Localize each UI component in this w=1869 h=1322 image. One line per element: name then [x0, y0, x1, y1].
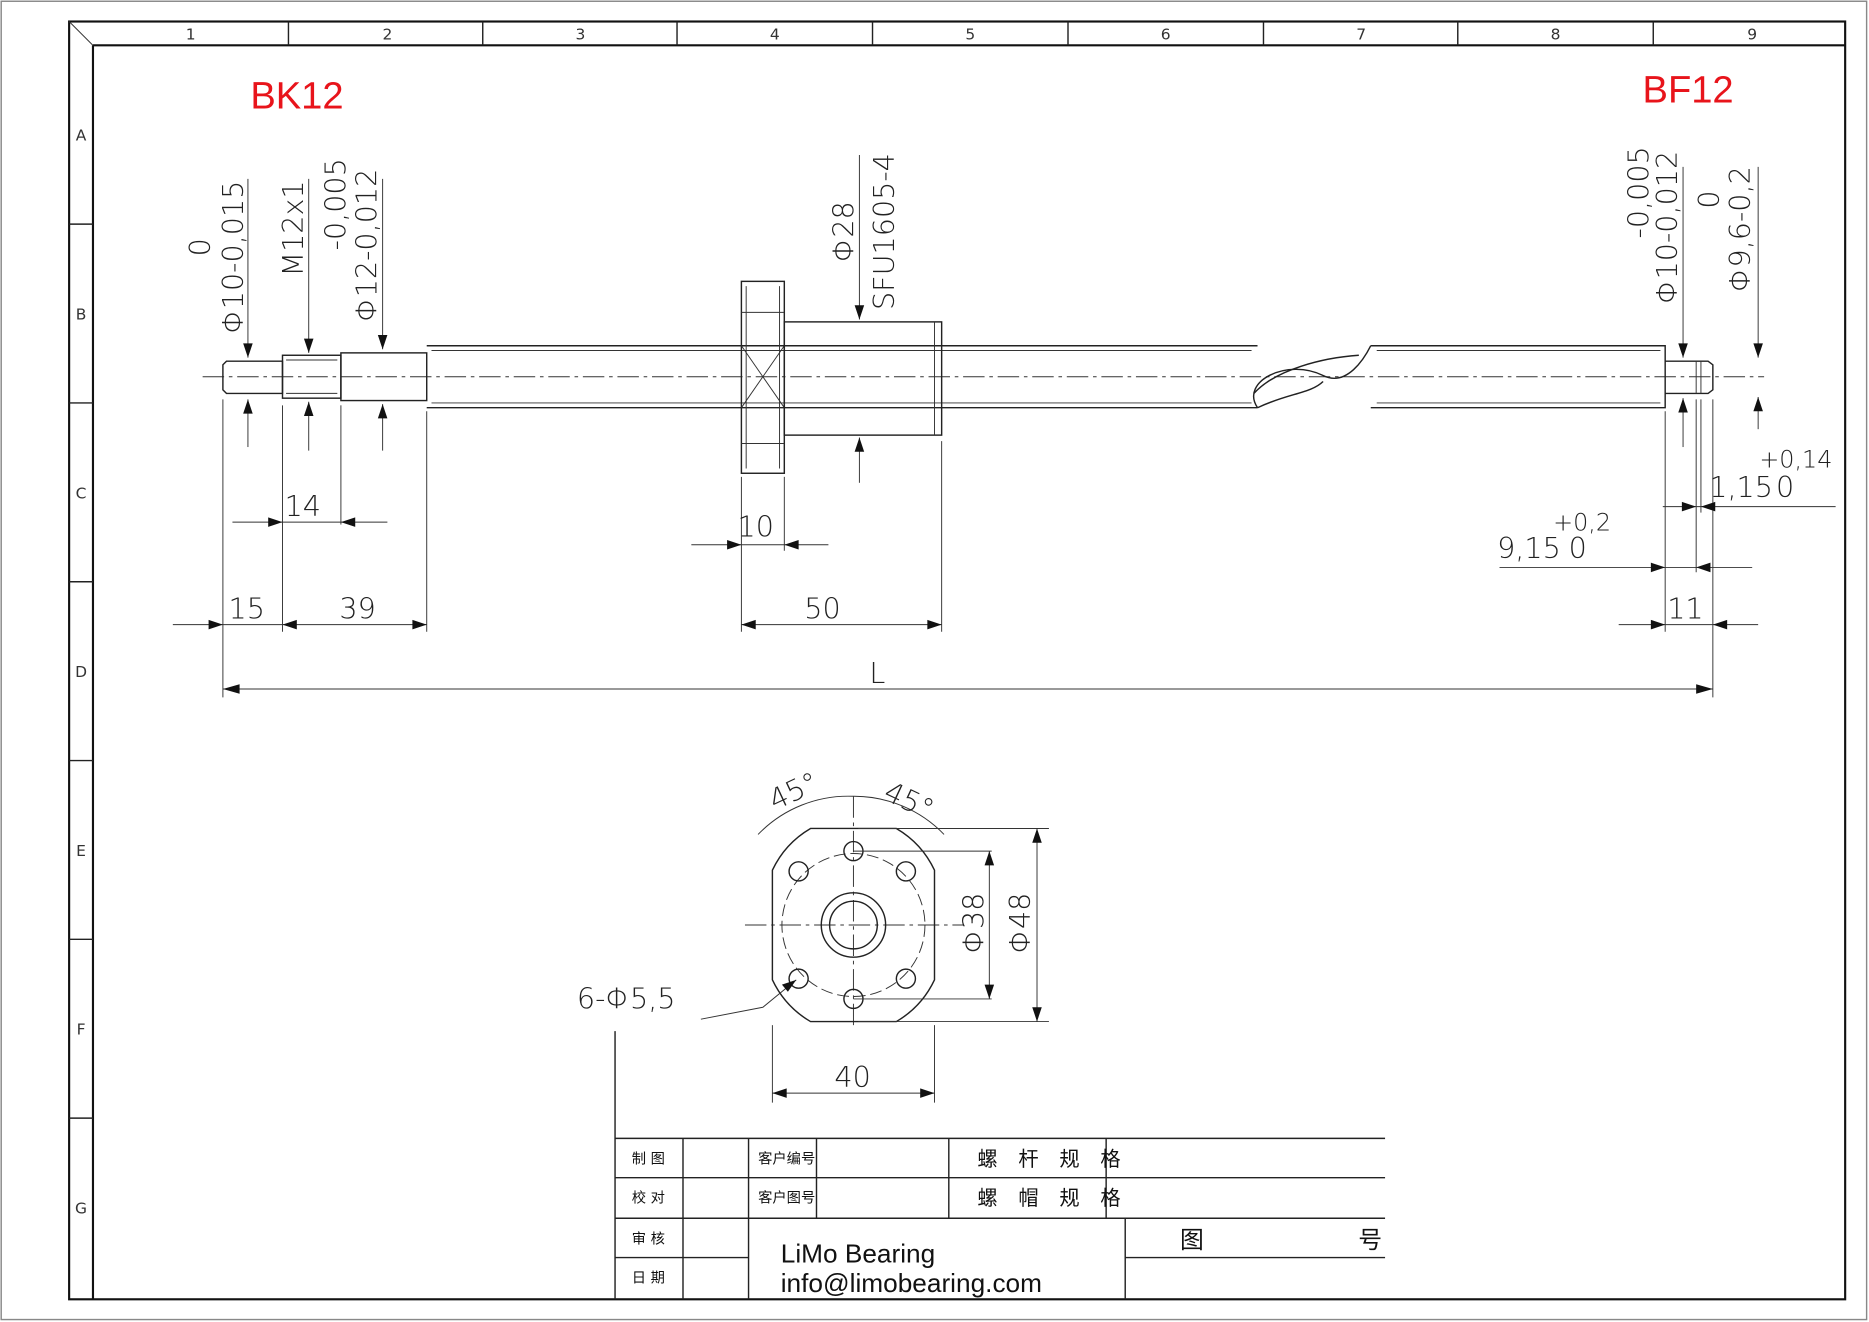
dim-holes: 6-Φ5,5 [577, 981, 676, 1015]
angle-left: 45° [763, 765, 823, 817]
dimension-lines [172, 155, 1836, 698]
dim-39: 39 [339, 592, 375, 626]
bf12-label: BF12 [1643, 69, 1734, 112]
tb-nut-spec: 螺 帽 规 格 [977, 1186, 1127, 1210]
dim-left-end-dia-upper: 0 [183, 238, 217, 256]
dim-thread: M12x1 [276, 180, 310, 276]
dim-groove-width-tol-lower: 0 [1776, 470, 1794, 504]
dim-50: 50 [804, 592, 840, 626]
tb-drawing-no: 图 号 [1180, 1226, 1389, 1254]
tb-screw-spec: 螺 杆 规 格 [977, 1147, 1127, 1171]
row-letters: A B C D E F G [75, 127, 87, 1218]
dim-right-bearing-dia: Φ10-0,012 [1650, 151, 1684, 304]
dim-bearing-dia-upper: -0,005 [319, 158, 353, 250]
dim-flange-flat: 40 [834, 1060, 870, 1094]
col-1: 1 [186, 25, 196, 43]
ball-nut [740, 280, 943, 474]
dim-groove-pos-tol-lower: 0 [1569, 531, 1587, 565]
dim-right-bearing-dia-upper: -0,005 [1621, 146, 1655, 238]
dim-groove-pos-tol-upper: +0,2 [1553, 508, 1611, 536]
dim-total-length: L [869, 656, 885, 690]
column-numbers: 1 2 3 4 5 6 7 8 9 [186, 25, 1757, 43]
tb-reviewed: 审 核 [632, 1230, 665, 1247]
dim-groove-width: 1,15 [1709, 470, 1773, 504]
dim-10: 10 [738, 509, 774, 543]
nut-model: SFU1605-4 [867, 153, 901, 310]
row-dividers [69, 223, 93, 1119]
dim-flange-dia: Φ48 [1003, 893, 1037, 954]
dim-15: 15 [229, 592, 265, 626]
tb-date: 日 期 [632, 1270, 665, 1287]
col-8: 8 [1551, 25, 1561, 43]
col-3: 3 [576, 25, 586, 43]
dim-groove-width-tol-upper: +0,14 [1759, 445, 1832, 473]
col-9: 9 [1747, 25, 1757, 43]
col-2: 2 [382, 25, 392, 43]
column-dividers [287, 21, 1654, 46]
dim-pcd: Φ38 [956, 893, 990, 954]
drawing-frame [68, 20, 1847, 1301]
dim-14: 14 [285, 489, 321, 523]
dim-11: 11 [1667, 592, 1703, 626]
company-email: info@limobearing.com [781, 1268, 1042, 1298]
row-d: D [75, 663, 87, 681]
dim-nut-dia: Φ28 [826, 201, 860, 262]
ball-screw-shaft [202, 345, 1765, 409]
col-7: 7 [1356, 25, 1366, 43]
col-4: 4 [770, 25, 780, 43]
row-c: C [76, 484, 87, 502]
dim-groove-pos: 9,15 [1497, 531, 1561, 565]
angle-right: 45° [879, 774, 939, 826]
arrowheads [208, 305, 1763, 694]
row-f: F [77, 1021, 86, 1039]
row-a: A [76, 127, 87, 145]
tb-drawn: 制 图 [632, 1150, 665, 1167]
tb-customer-no: 客户编号 [758, 1150, 815, 1167]
dim-bearing-dia: Φ12-0,012 [350, 169, 384, 322]
title-block: 制 图 校 对 审 核 日 期 客户编号 客户图号 螺 杆 规 格 螺 帽 规 … [614, 1031, 1389, 1300]
bk12-label: BK12 [250, 75, 343, 118]
tb-checked: 校 对 [632, 1190, 665, 1207]
row-b: B [76, 306, 87, 324]
col-5: 5 [965, 25, 975, 43]
row-e: E [76, 842, 86, 860]
company-name: LiMo Bearing [781, 1238, 935, 1268]
tb-customer-drawing: 客户图号 [758, 1190, 815, 1207]
dim-right-end-dia: Φ9,6-0,2 [1723, 166, 1757, 292]
dim-left-end-dia: Φ10-0,015 [216, 181, 250, 334]
flange-end-view: 45° 45° Φ38 Φ48 6-Φ5,5 40 [577, 765, 1049, 1103]
col-6: 6 [1161, 25, 1171, 43]
dim-right-end-dia-upper: 0 [1692, 190, 1726, 208]
row-g: G [75, 1199, 87, 1217]
